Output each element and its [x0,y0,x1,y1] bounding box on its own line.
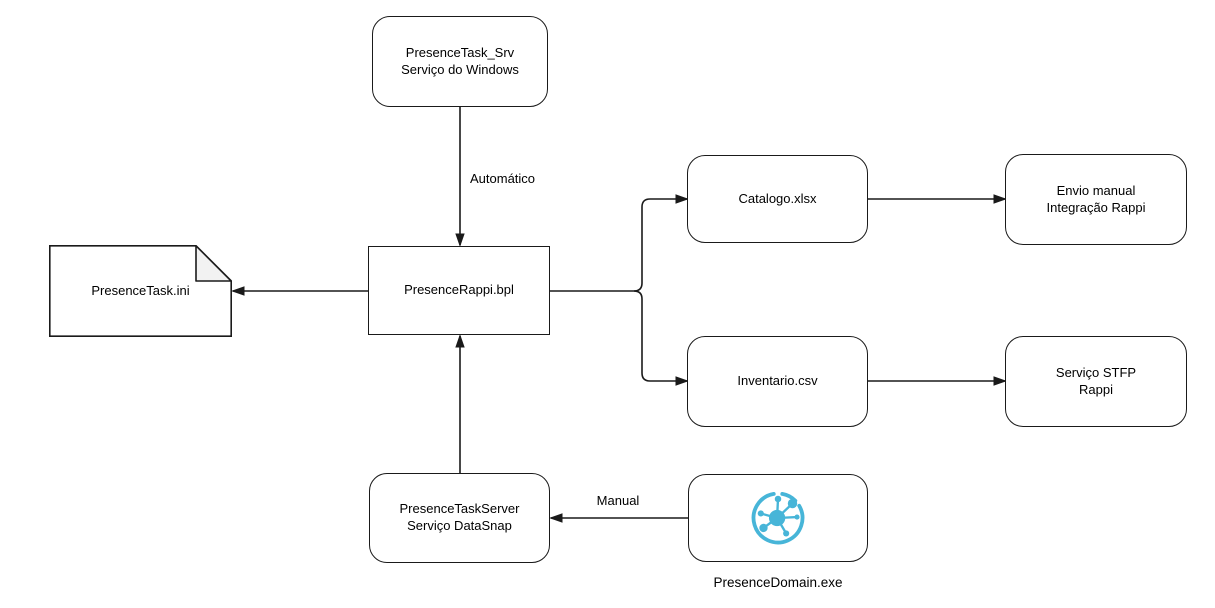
note-shape [49,245,232,337]
node-presence-task-ini-label: PresenceTask.ini [91,282,190,298]
node-presence-domain [688,474,868,562]
node-presence-task-server-label: PresenceTaskServer Serviço DataSnap [399,501,520,533]
node-presence-domain-label: PresenceDomain.exe [713,575,843,590]
node-presence-rappi-bpl-label: PresenceRappi.bpl [404,282,514,298]
node-presence-task-srv: PresenceTask_Srv Serviço do Windows [372,16,548,107]
node-inventario-csv-label: Inventario.csv [737,373,818,389]
edge-label-manual: Manual [570,493,666,508]
edge-rappi-to-inventario [633,290,687,381]
node-catalogo-xlsx: Catalogo.xlsx [687,155,868,243]
node-presence-task-server: PresenceTaskServer Serviço DataSnap [369,473,550,563]
node-inventario-csv: Inventario.csv [687,336,868,427]
node-envio-manual-label: Envio manual Integração Rappi [1046,182,1146,215]
node-envio-manual: Envio manual Integração Rappi [1005,154,1187,245]
network-nodes-icon [751,491,805,545]
edge-label-automatico: Automático [468,171,538,186]
node-presence-task-srv-label: PresenceTask_Srv Serviço do Windows [401,44,519,77]
node-catalogo-xlsx-label: Catalogo.xlsx [738,190,817,206]
edge-rappi-to-catalogo [550,199,687,292]
node-presence-task-ini: PresenceTask.ini [49,245,232,337]
node-presence-rappi-bpl: PresenceRappi.bpl [368,246,550,335]
node-servico-stfp-label: Serviço STFP Rappi [1055,364,1137,397]
node-servico-stfp: Serviço STFP Rappi [1005,336,1187,427]
